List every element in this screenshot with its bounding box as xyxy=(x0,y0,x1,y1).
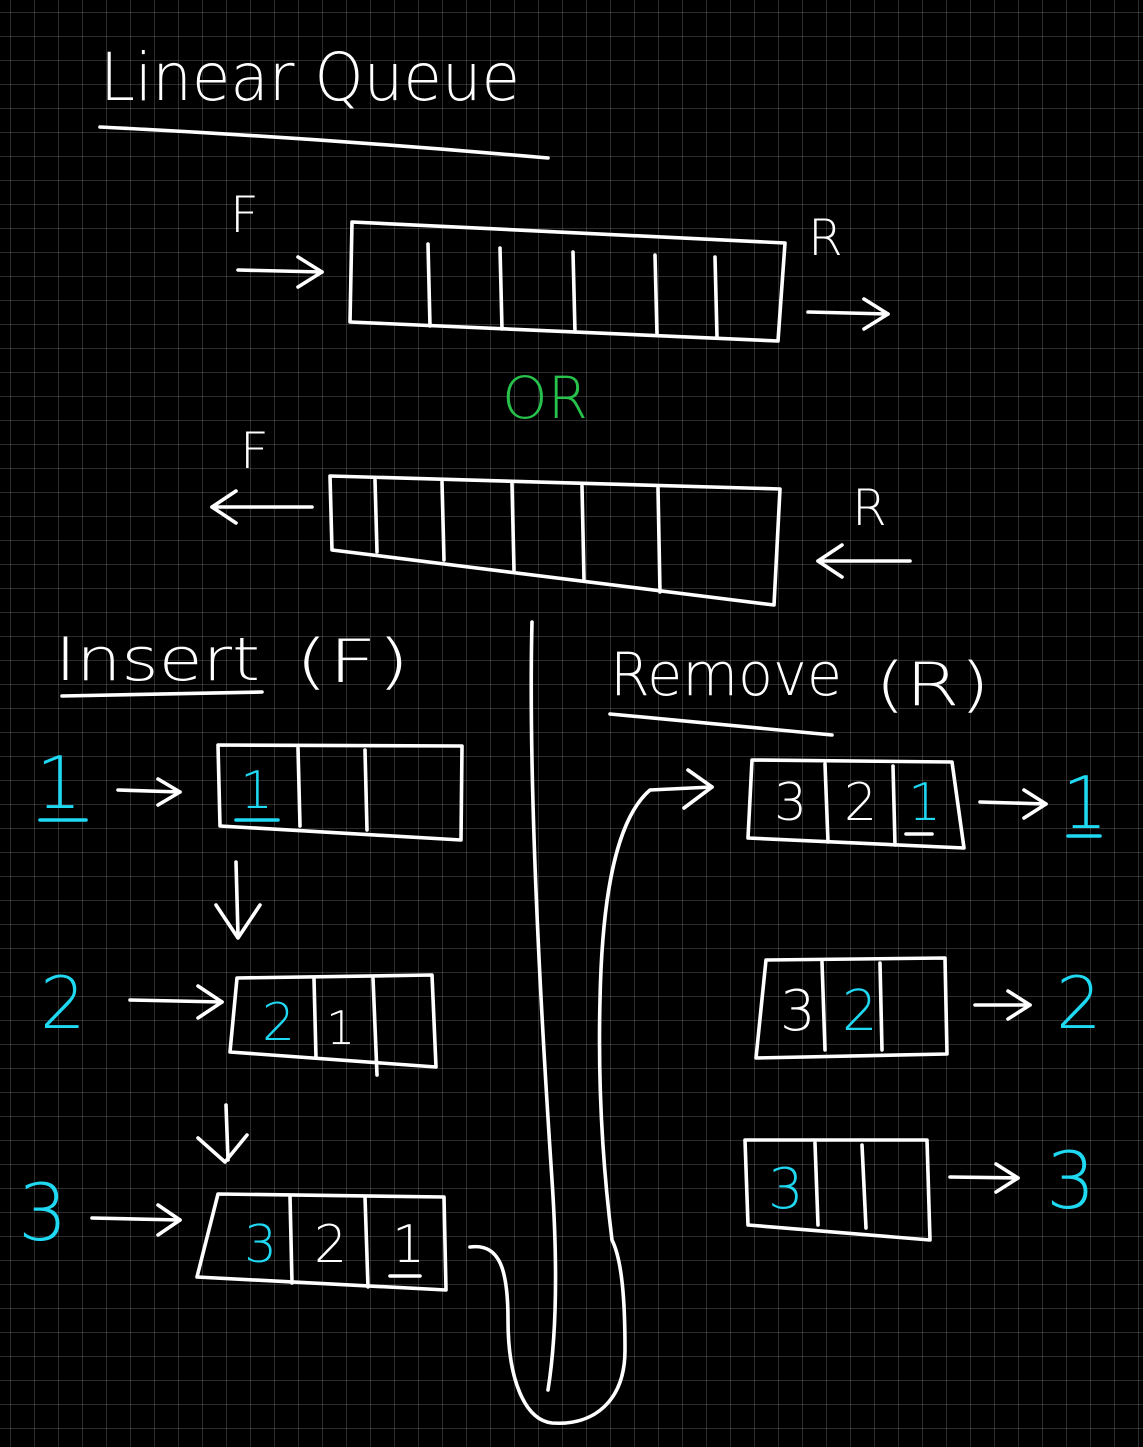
remove-arrow-2 xyxy=(973,989,1032,1021)
insert-input-1: 1 xyxy=(36,741,82,825)
queue1-rear-label: R xyxy=(808,209,843,267)
insert-down-arrow-2 xyxy=(196,1103,249,1164)
title-underline xyxy=(98,125,550,160)
remove-queue-1-cell-1: 3 xyxy=(774,773,807,833)
transfer-connector xyxy=(468,785,714,1425)
queue1-front-label: F xyxy=(230,186,259,244)
transfer-connector-arrowhead xyxy=(682,768,714,810)
or-label: OR xyxy=(502,364,588,432)
title: Linear Queue xyxy=(100,39,520,116)
insert-queue-3 xyxy=(195,1192,448,1292)
queue1-enter-arrow xyxy=(236,255,324,289)
insert-heading-suffix: (F) xyxy=(295,627,410,697)
insert-queue-2-cell-1: 2 xyxy=(262,993,295,1053)
insert-queue-2-cell-2: 1 xyxy=(326,1001,355,1055)
remove-queue-3 xyxy=(743,1138,932,1242)
queue2-rear-label: R xyxy=(852,479,887,537)
insert-heading-underline xyxy=(60,690,264,698)
queue1-exit-arrow xyxy=(806,297,890,331)
remove-queue-1-cell-3: 1 xyxy=(908,773,941,833)
remove-queue-2 xyxy=(754,956,949,1060)
queue2-exit-arrow xyxy=(210,489,314,525)
queue1-box xyxy=(348,220,787,343)
queue2-front-label: F xyxy=(240,422,269,480)
insert-queue-1 xyxy=(216,743,464,842)
insert-queue-1-cell-1: 1 xyxy=(240,761,273,821)
remove-queue-1 xyxy=(746,758,966,850)
remove-queue-2-cell-1: 3 xyxy=(780,979,816,1044)
remove-queue-2-cell-2: 2 xyxy=(842,979,878,1044)
remove-arrow-1 xyxy=(978,788,1048,820)
section-divider-line xyxy=(529,620,558,1392)
remove-queue-1-cell-2: 2 xyxy=(844,773,877,833)
remove-output-2: 2 xyxy=(1056,961,1102,1045)
insert-down-arrow-1 xyxy=(214,860,262,940)
insert-queue-3-cell-3: 1 xyxy=(392,1215,425,1275)
insert-heading: Insert xyxy=(55,625,260,695)
queue2-enter-arrow xyxy=(816,543,912,579)
insert-queue-3-cell-1: 3 xyxy=(244,1215,277,1275)
queue2-box xyxy=(328,474,782,607)
remove-heading-underline xyxy=(608,712,834,737)
remove-output-3: 3 xyxy=(1046,1137,1096,1227)
insert-queue-2 xyxy=(228,973,438,1077)
remove-queue-3-cell-1: 3 xyxy=(768,1157,804,1222)
insert-arrow-1 xyxy=(116,777,182,807)
insert-arrow-2 xyxy=(128,984,224,1020)
remove-heading: Remove xyxy=(610,640,842,710)
remove-heading-suffix: (R) xyxy=(875,650,990,720)
remove-arrow-3 xyxy=(948,1162,1020,1194)
insert-input-2: 2 xyxy=(40,961,86,1045)
remove-output-1: 1 xyxy=(1062,761,1108,845)
insert-arrow-3 xyxy=(90,1203,182,1237)
insert-input-3: 3 xyxy=(18,1169,68,1259)
insert-queue-3-cell-2: 2 xyxy=(314,1215,347,1275)
